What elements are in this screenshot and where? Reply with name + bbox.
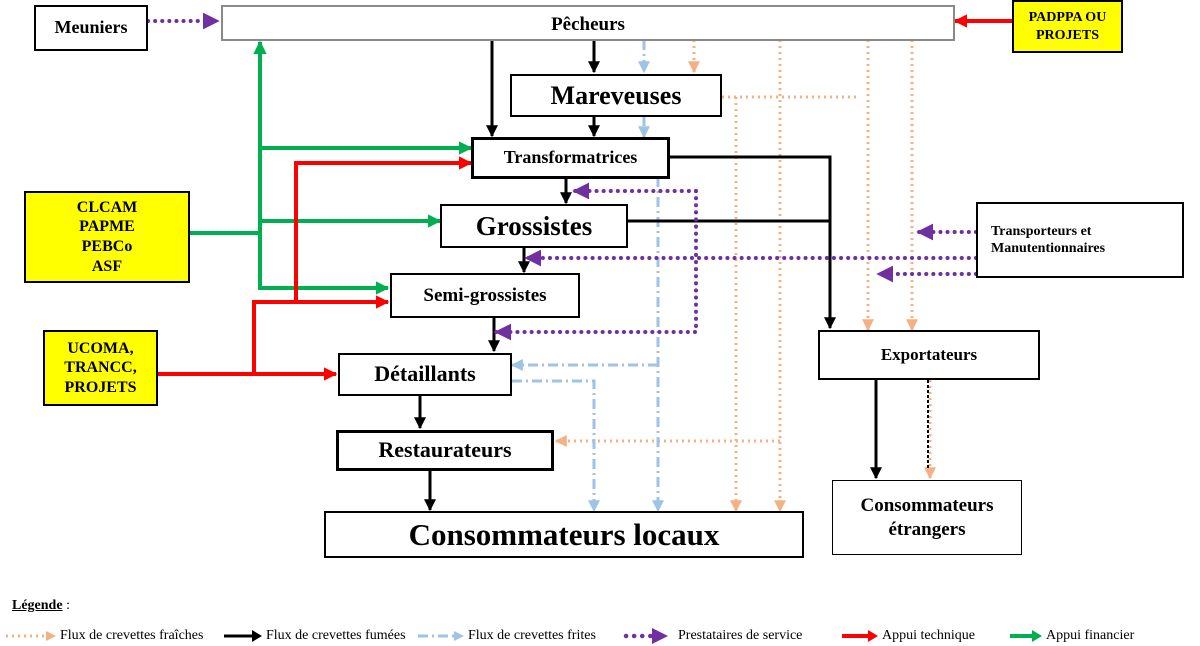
flow-technical-to-semi [252,295,390,374]
node-padppa: PADPPA OU PROJETS [1012,0,1123,53]
legend-item-technical: Appui technique [840,626,975,646]
legend-swatch-financial [1010,630,1042,642]
legend-item-service: Prestataires de service [622,626,802,646]
legend-label-technical: Appui technique [882,628,975,643]
legend-swatch-service [623,628,668,644]
fresh-shrimp-flows [554,40,936,511]
legend-label-financial: Appui financier [1046,628,1135,643]
node-transformatrices: Transformatrices [471,137,670,179]
node-pecheurs: Pêcheurs [221,5,955,41]
node-mareveuses: Mareveuses [510,74,722,117]
node-detaillants: Détaillants [338,353,512,396]
legend-item-financial: Appui financier [1008,626,1134,646]
node-consommateurs-etrangers: Consommateurs étrangers [832,480,1022,555]
legend-swatch-smoked [224,630,262,642]
legend-swatch-fresh [6,631,56,641]
legend-title: Légende : [12,598,70,613]
node-consommateurs-locaux: Consommateurs locaux [324,511,804,558]
legend-label-fresh: Flux de crevettes fraîches [60,628,204,643]
node-clcam-papme-pebco-asf: CLCAM PAPME PEBCo ASF [24,191,190,283]
legend-swatch-fried [418,631,464,641]
legend-item-smoked: Flux de crevettes fumées [222,626,406,646]
technical-support-flows [158,14,1012,381]
flow-fresh-mareveuses-consommateurs [722,95,860,511]
legend-label-smoked: Flux de crevettes fumées [266,628,406,643]
flow-technical-to-transformatrices [294,156,473,302]
legend-item-fried: Flux de crevettes frites [416,626,596,646]
legend-label-service: Prestataires de service [678,628,803,643]
node-restaurateurs: Restaurateurs [336,430,554,471]
node-ucoma-trancc-projets: UCOMA, TRANCC, PROJETS [43,330,158,406]
node-exportateurs: Exportateurs [818,330,1040,380]
legend-item-fresh: Flux de crevettes fraîches [4,626,203,646]
flow-fried-detaillants-consommateurs [512,379,600,513]
node-semi-grossistes: Semi-grossistes [390,273,580,318]
node-transporteurs: Transporteurs et Manutentionnaires [976,202,1184,278]
node-grossistes: Grossistes [440,204,628,248]
fried-shrimp-flows [510,40,664,513]
flow-service-grossistes-loop [494,189,698,341]
flow-smoked-transformatrices-exportateurs [670,155,836,330]
financial-support-flows [190,40,473,295]
smoked-shrimp-flows [414,40,929,512]
service-provider-flows [146,12,978,341]
legend-swatch-technical [842,630,878,642]
legend-label-fried: Flux de crevettes frites [468,628,596,643]
node-meuniers: Meuniers [34,5,148,51]
